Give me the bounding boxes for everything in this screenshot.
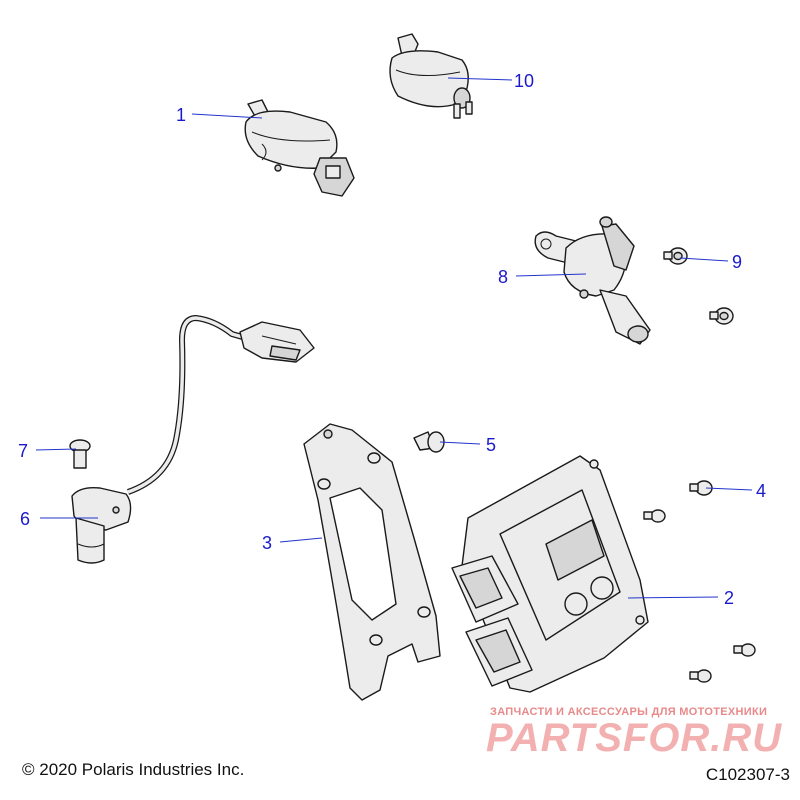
part-5-push-fastener — [413, 431, 445, 453]
part-9-screw — [663, 247, 688, 265]
part-1-sensor — [244, 99, 355, 197]
leader-7 — [35, 448, 77, 451]
part-3-mounting-bracket — [303, 423, 441, 701]
leader-2 — [627, 596, 719, 599]
copyright-text: © 2020 Polaris Industries Inc. — [22, 760, 245, 779]
leader-3 — [279, 537, 323, 543]
leader-lines — [35, 77, 753, 599]
callout-10: 10 — [514, 71, 534, 91]
part-4-screw-second — [643, 509, 666, 523]
part-7-bolt — [69, 439, 91, 469]
part-8-bracket-sensor — [534, 216, 651, 345]
callout-2: 2 — [724, 588, 734, 608]
callout-6: 6 — [20, 509, 30, 529]
leader-8 — [515, 273, 587, 277]
callout-4: 4 — [756, 481, 766, 501]
drawing-code: C102307-3 — [705, 765, 790, 784]
leader-5 — [439, 441, 481, 445]
callout-7: 7 — [18, 441, 28, 461]
part-4-screw-fourth — [689, 669, 712, 683]
leader-9 — [679, 257, 729, 262]
leader-4 — [705, 487, 753, 491]
leader-1 — [191, 113, 263, 119]
part-10-solenoid — [389, 33, 473, 119]
watermark-subtitle: ЗАПЧАСТИ И АКСЕССУАРЫ ДЛЯ МОТОТЕХНИКИ — [490, 706, 768, 718]
part-9-screw-second — [709, 307, 734, 325]
part-4-screw-third — [733, 643, 756, 657]
callout-9: 9 — [732, 252, 742, 272]
callout-3: 3 — [262, 533, 272, 553]
callout-1: 1 — [176, 105, 186, 125]
part-2-ecu-module — [451, 455, 649, 693]
leader-10 — [447, 77, 513, 81]
watermark-logo: PARTSFOR.RU — [486, 716, 783, 760]
part-6-crank-sensor — [71, 314, 315, 564]
callout-8: 8 — [498, 267, 508, 287]
callout-5: 5 — [486, 435, 496, 455]
